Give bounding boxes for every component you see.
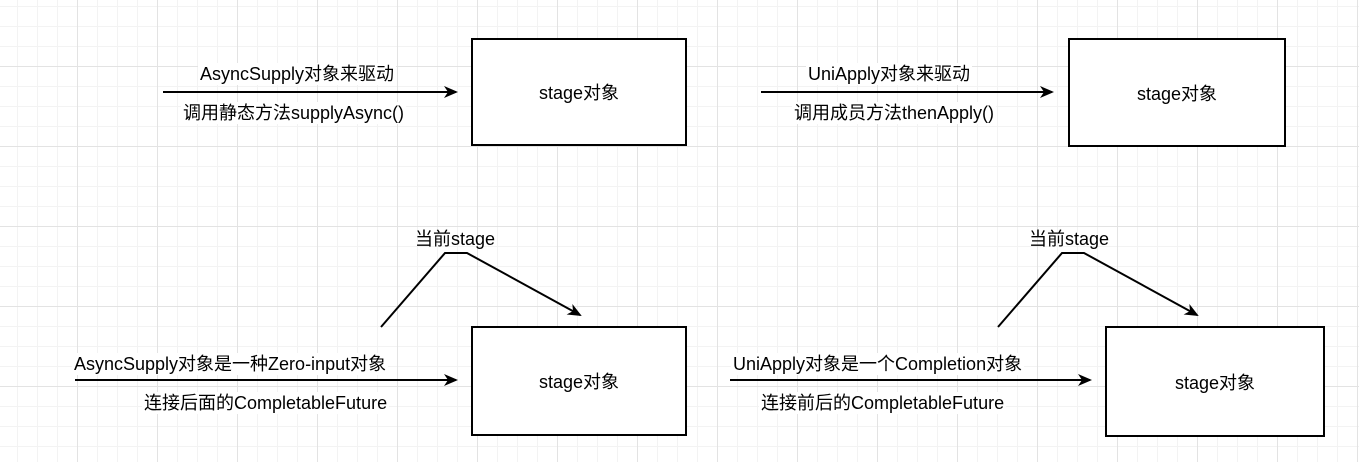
bottom-left-stage-label: stage对象 <box>538 372 620 392</box>
top-left-stage-box: stage对象 <box>471 38 687 146</box>
bottom-left-arrow-label-bottom: 连接后面的CompletableFuture <box>142 392 390 414</box>
peak-arrow-right <box>997 252 1199 328</box>
top-left-arrow-label-bottom: 调用静态方法supplyAsync() <box>181 102 407 124</box>
peak-arrow-left <box>380 252 582 328</box>
top-left-arrow-label-top: AsyncSupply对象来驱动 <box>198 63 397 85</box>
top-right-arrow-label-top: UniApply对象来驱动 <box>806 63 973 85</box>
bottom-right-peak-label: 当前stage <box>1029 229 1110 249</box>
bottom-right-arrow-label-top: UniApply对象是一个Completion对象 <box>731 353 1025 375</box>
top-right-stage-box: stage对象 <box>1068 38 1286 147</box>
bottom-right-arrow-label-bottom: 连接前后的CompletableFuture <box>759 392 1007 414</box>
bottom-left-stage-box: stage对象 <box>471 326 687 436</box>
top-left-stage-label: stage对象 <box>538 83 620 103</box>
top-right-arrow-label-bottom: 调用成员方法thenApply() <box>792 102 997 124</box>
bottom-left-peak-label: 当前stage <box>415 229 496 249</box>
top-right-stage-label: stage对象 <box>1136 83 1218 104</box>
bottom-right-stage-label: stage对象 <box>1174 372 1256 393</box>
bottom-right-stage-box: stage对象 <box>1105 326 1325 437</box>
bottom-left-arrow-label-top: AsyncSupply对象是一种Zero-input对象 <box>72 353 389 375</box>
